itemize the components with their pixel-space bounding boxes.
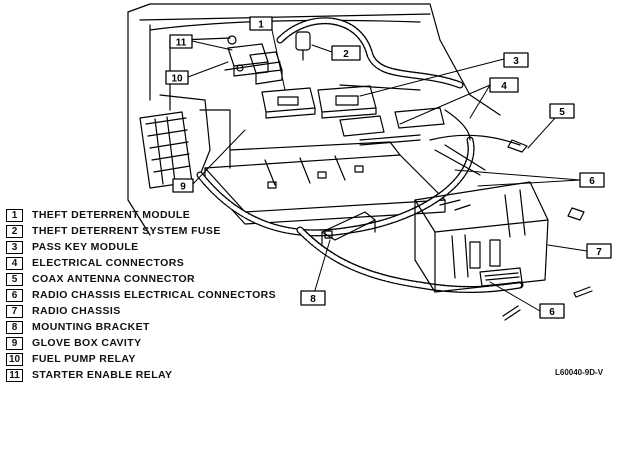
svg-text:10: 10 bbox=[171, 74, 183, 85]
legend-label: THEFT DETERRENT SYSTEM FUSE bbox=[32, 225, 221, 237]
theft-deterrent-fuse bbox=[295, 31, 311, 61]
svg-text:3: 3 bbox=[513, 56, 519, 67]
legend-label: STARTER ENABLE RELAY bbox=[32, 369, 173, 381]
legend-item: 4 ELECTRICAL CONNECTORS bbox=[6, 255, 276, 271]
callout-11: 11 bbox=[169, 34, 193, 49]
svg-text:5: 5 bbox=[559, 107, 565, 118]
radio-chassis bbox=[414, 181, 549, 293]
legend-label: GLOVE BOX CAVITY bbox=[32, 337, 142, 349]
legend-label: PASS KEY MODULE bbox=[32, 241, 139, 253]
legend-item: 1 THEFT DETERRENT MODULE bbox=[6, 207, 276, 223]
air-vent bbox=[139, 111, 193, 189]
svg-text:6: 6 bbox=[589, 176, 595, 187]
legend-number-box: 9 bbox=[6, 336, 23, 350]
legend-label: RADIO CHASSIS bbox=[32, 305, 121, 317]
svg-text:11: 11 bbox=[176, 38, 187, 49]
legend-number-box: 6 bbox=[6, 288, 23, 302]
legend-item: 10 FUEL PUMP RELAY bbox=[6, 351, 276, 367]
pass-key-module bbox=[317, 85, 377, 119]
legend-number-box: 10 bbox=[6, 352, 23, 366]
callout-5: 5 bbox=[549, 103, 575, 119]
legend-number-box: 7 bbox=[6, 304, 23, 318]
theft-deterrent-module bbox=[261, 87, 316, 119]
legend-item: 7 RADIO CHASSIS bbox=[6, 303, 276, 319]
legend-label: THEFT DETERRENT MODULE bbox=[32, 209, 191, 221]
svg-text:9: 9 bbox=[180, 182, 186, 193]
callout-1: 1 bbox=[249, 16, 273, 31]
legend-number-box: 3 bbox=[6, 240, 23, 254]
legend-item: 2 THEFT DETERRENT SYSTEM FUSE bbox=[6, 223, 276, 239]
legend-item: 11 STARTER ENABLE RELAY bbox=[6, 367, 276, 383]
legend-item: 5 COAX ANTENNA CONNECTOR bbox=[6, 271, 276, 287]
legend-label: RADIO CHASSIS ELECTRICAL CONNECTORS bbox=[32, 289, 277, 301]
figure-code: L60040-9D-V bbox=[555, 368, 604, 377]
callout-2: 2 bbox=[331, 45, 361, 61]
glove-box-tray bbox=[204, 141, 446, 225]
svg-text:1: 1 bbox=[258, 20, 264, 31]
relay-bracket bbox=[224, 35, 283, 85]
svg-text:6: 6 bbox=[549, 307, 555, 318]
screws bbox=[439, 199, 593, 321]
svg-text:7: 7 bbox=[596, 247, 602, 258]
legend-number-box: 1 bbox=[6, 208, 23, 222]
legend-label: ELECTRICAL CONNECTORS bbox=[32, 257, 185, 269]
callout-boxes: 1 2 3 4 5 6 7 bbox=[165, 16, 612, 319]
legend-label: FUEL PUMP RELAY bbox=[32, 353, 136, 365]
callout-3: 3 bbox=[503, 52, 529, 68]
legend-number-box: 11 bbox=[6, 368, 23, 382]
callout-7: 7 bbox=[586, 243, 612, 259]
legend-item: 3 PASS KEY MODULE bbox=[6, 239, 276, 255]
electrical-connectors bbox=[339, 107, 445, 146]
callout-4: 4 bbox=[489, 77, 519, 93]
mounting-bracket bbox=[321, 211, 376, 245]
legend-number-box: 8 bbox=[6, 320, 23, 334]
leader-lines bbox=[187, 29, 588, 312]
callout-6-lower: 6 bbox=[539, 303, 565, 319]
legend-number-box: 5 bbox=[6, 272, 23, 286]
legend-label: COAX ANTENNA CONNECTOR bbox=[32, 273, 195, 285]
legend-item: 8 MOUNTING BRACKET bbox=[6, 319, 276, 335]
callout-9: 9 bbox=[172, 178, 194, 193]
svg-text:2: 2 bbox=[343, 49, 349, 60]
callout-10: 10 bbox=[165, 70, 189, 85]
legend-item: 6 RADIO CHASSIS ELECTRICAL CONNECTORS bbox=[6, 287, 276, 303]
legend-number-box: 2 bbox=[6, 224, 23, 238]
parts-legend: 1 THEFT DETERRENT MODULE 2 THEFT DETERRENT … bbox=[6, 207, 276, 383]
coax-cable bbox=[429, 134, 528, 176]
callout-6-upper: 6 bbox=[579, 172, 605, 188]
legend-number-box: 4 bbox=[6, 256, 23, 270]
svg-text:4: 4 bbox=[501, 81, 507, 92]
legend-label: MOUNTING BRACKET bbox=[32, 321, 150, 333]
callout-8: 8 bbox=[300, 290, 326, 306]
wiring-harness bbox=[196, 17, 524, 294]
svg-text:8: 8 bbox=[310, 294, 316, 305]
legend-item: 9 GLOVE BOX CAVITY bbox=[6, 335, 276, 351]
